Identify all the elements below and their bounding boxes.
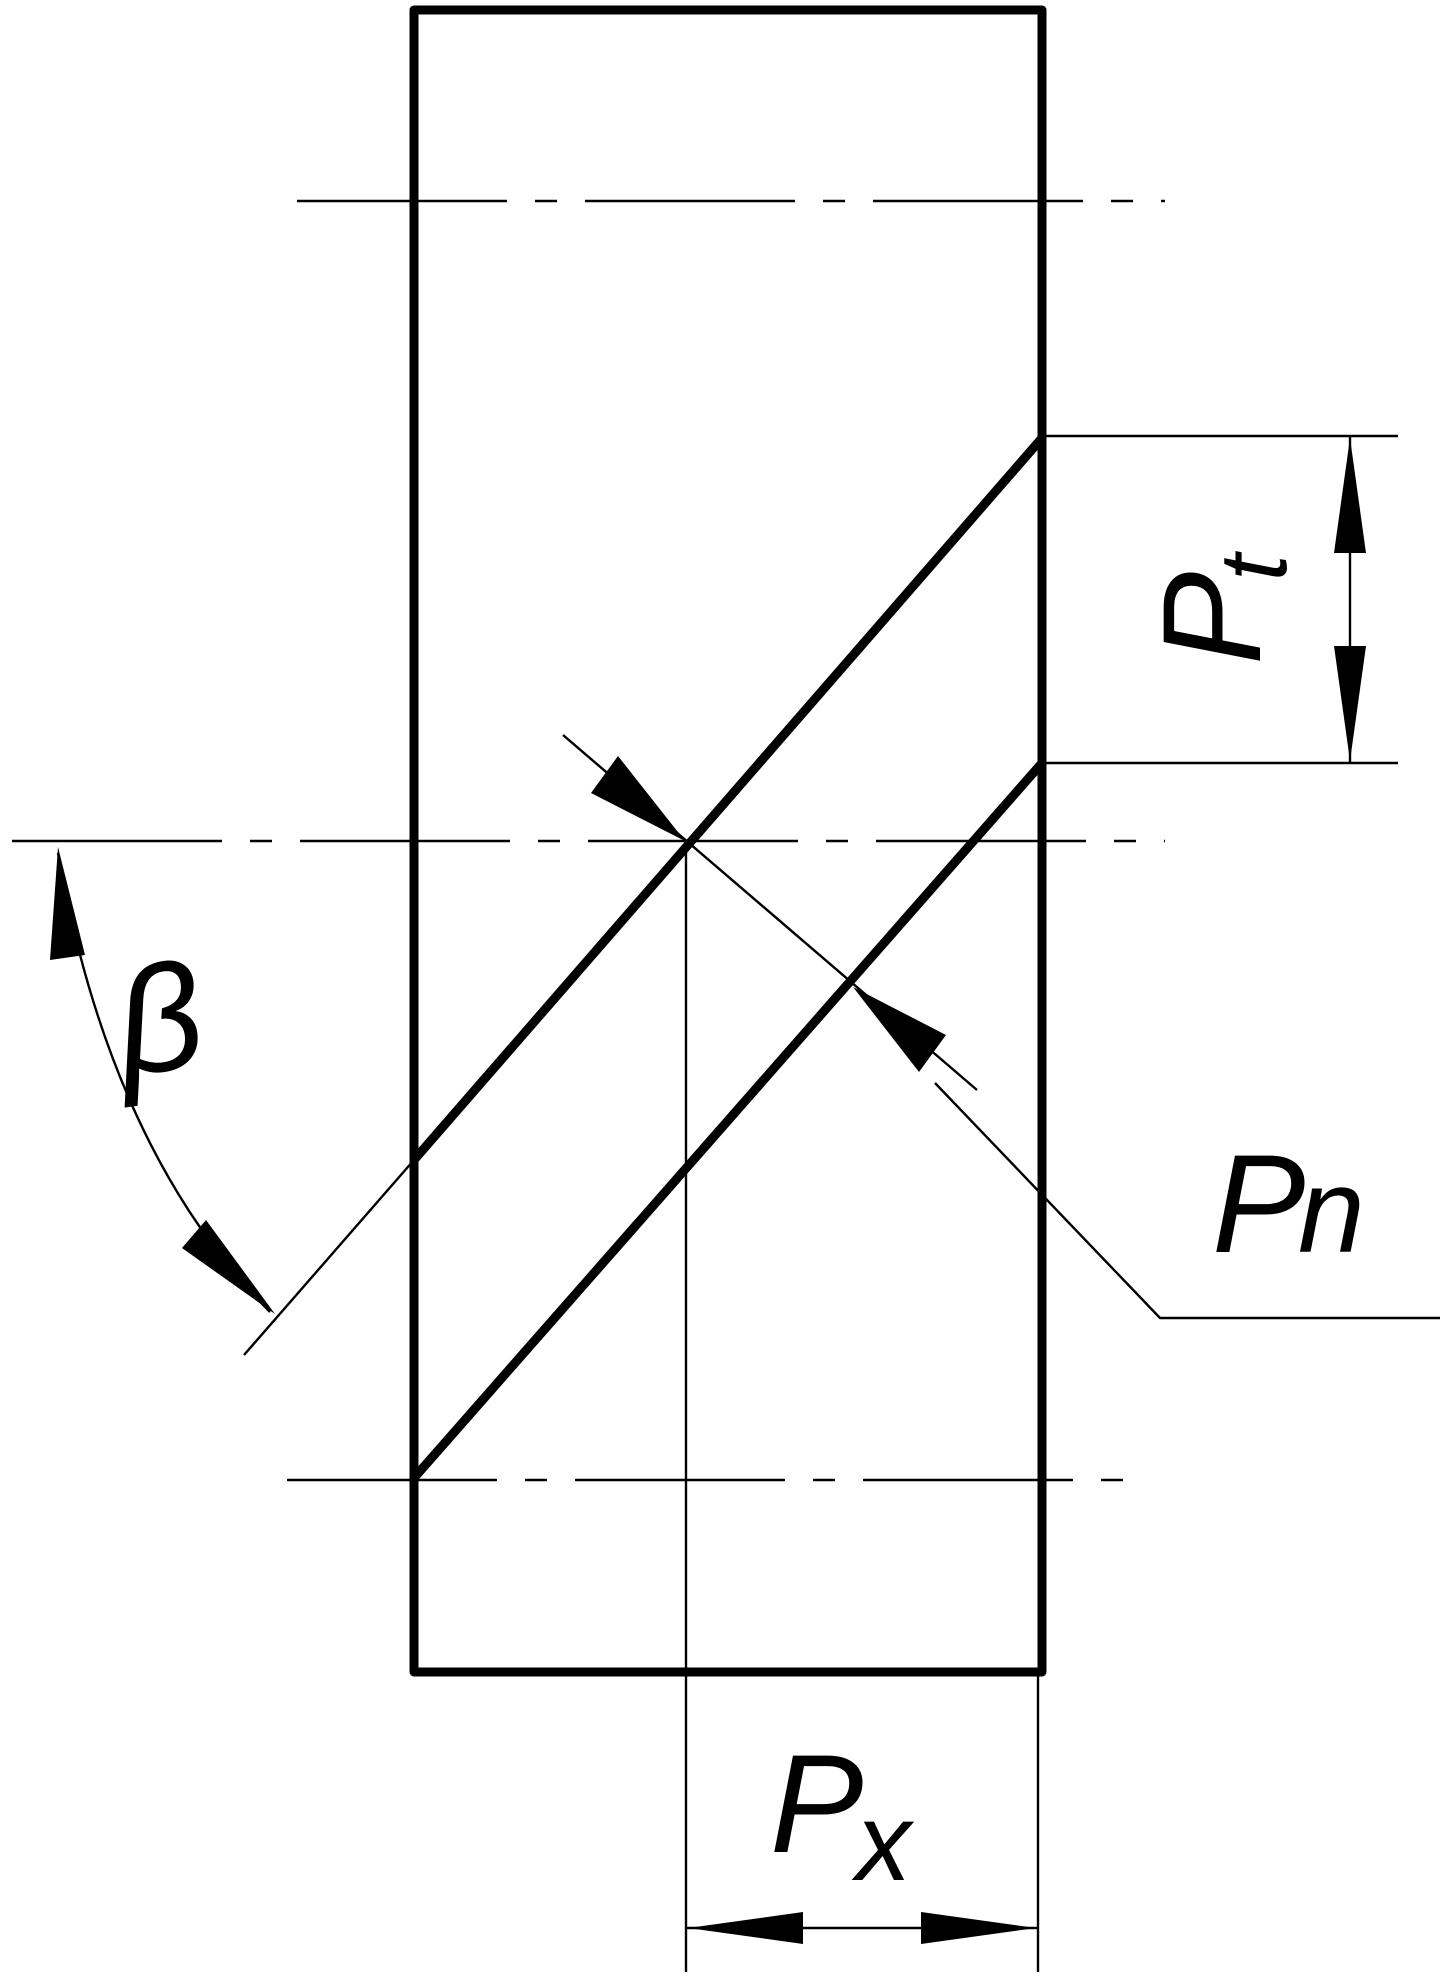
pn-label: P n	[1212, 1125, 1365, 1282]
pn-label-sub: n	[1298, 1144, 1365, 1278]
beta-arrowhead-top	[50, 847, 85, 960]
beta-arrowhead-bottom	[182, 1220, 275, 1314]
px-label-sub: x	[851, 1781, 915, 1904]
pn-label-main: P	[1212, 1125, 1305, 1282]
helix-extension-line	[243, 1159, 415, 1356]
px-arrowhead-left	[688, 1912, 803, 1944]
pn-leader-line	[934, 1082, 1440, 1320]
px-arrowhead-right	[921, 1912, 1036, 1944]
helix-line-lower	[409, 758, 1047, 1483]
pt-label-main: P	[1133, 572, 1290, 665]
px-label-main: P	[770, 1725, 863, 1882]
beta-label: β	[101, 930, 213, 1109]
pn-arrowhead-upper	[591, 756, 685, 841]
pt-arrowhead-top	[1334, 438, 1366, 553]
helix-line-upper	[409, 433, 1047, 1165]
pt-label: P t	[1133, 551, 1307, 665]
pn-arrowhead-lower	[853, 987, 946, 1072]
pt-label-sub: t	[1200, 551, 1307, 581]
px-label: P x	[770, 1725, 915, 1904]
pt-arrowhead-bottom	[1334, 646, 1366, 761]
